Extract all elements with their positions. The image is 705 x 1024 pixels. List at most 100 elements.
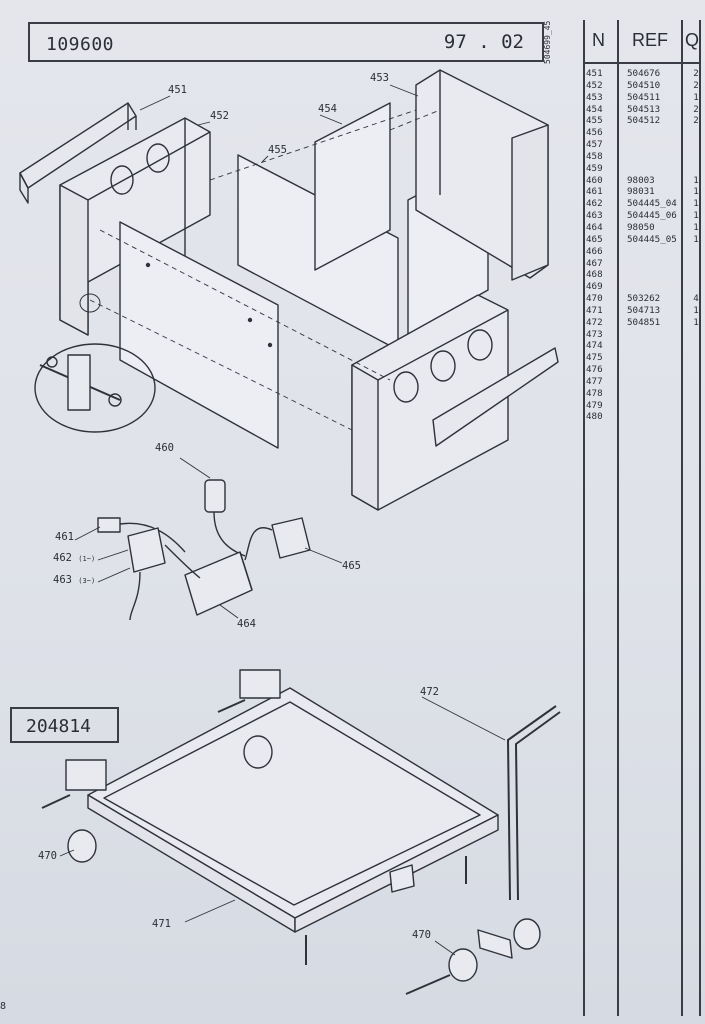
- part-number-cell: 472: [586, 316, 603, 328]
- part-number-cell: 464: [586, 221, 603, 233]
- reference-cell: [627, 376, 693, 388]
- part-number-cell: 452: [586, 79, 603, 91]
- part-number-cell: 479: [586, 399, 603, 411]
- reference-cell: 503262: [627, 293, 661, 305]
- part-number-cell: 456: [586, 127, 603, 139]
- electrical-components: [97, 479, 311, 621]
- title-box: 109600 97 . 02: [28, 22, 544, 62]
- part-number-cell: 459: [586, 162, 603, 174]
- quantity-cell: 1: [693, 221, 699, 233]
- part-number-cell: 473: [586, 328, 603, 340]
- callout-462: 462 (1~): [53, 552, 95, 564]
- quantity-cell: 1: [693, 174, 699, 186]
- reference-cell: [627, 163, 693, 175]
- quantity-cell: [690, 388, 702, 400]
- reference-cell: [627, 352, 693, 364]
- callout-451: 451: [168, 84, 187, 96]
- part-number-cell: 468: [586, 269, 603, 281]
- part-number-cell: 466: [586, 245, 603, 257]
- reference-cell: 504676: [627, 68, 661, 79]
- quantity-cell: 1: [693, 304, 699, 316]
- reference-cell: [627, 151, 693, 163]
- quantity-cell: 1: [693, 210, 699, 222]
- callout-472: 472: [420, 686, 439, 698]
- bolt-detail: [34, 343, 156, 433]
- quantity-cell: [690, 281, 702, 293]
- quantity-cell: [690, 246, 702, 258]
- part-number-cell: 462: [586, 198, 603, 210]
- part-number-cell: 458: [586, 150, 603, 162]
- reference-cell: [627, 269, 693, 281]
- reference-cell: 504445_05: [627, 233, 677, 245]
- quantity-cell: 2: [693, 115, 699, 127]
- part-number-cell: 478: [586, 387, 603, 399]
- part-number-cell: 465: [586, 233, 603, 245]
- part-number-cell: 469: [586, 281, 603, 293]
- right-front-block: [351, 294, 559, 511]
- quantity-cell: 1: [693, 316, 699, 328]
- callout-462-phase: (1~): [78, 555, 96, 563]
- callout-453: 453: [370, 72, 389, 84]
- callout-461: 461: [55, 531, 74, 543]
- quantity-cell: [690, 139, 702, 151]
- part-number-cell: 461: [586, 186, 603, 198]
- quantity-cell: [690, 340, 702, 352]
- reference-cell: [627, 281, 693, 293]
- reference-cell: 504445_06: [627, 210, 677, 222]
- callout-452: 452: [210, 110, 229, 122]
- reference-cell: [627, 340, 693, 352]
- reference-cell: [627, 246, 693, 258]
- reference-cell: [627, 329, 693, 341]
- callout-464: 464: [237, 618, 256, 630]
- part-number-cell: 471: [586, 304, 603, 316]
- part-451-rail: [19, 102, 137, 204]
- quantity-cell: [690, 400, 702, 412]
- leader-lines: [59, 84, 506, 956]
- reference-cell: 504713: [627, 304, 661, 316]
- reference-cell: 504512: [627, 115, 661, 127]
- quantity-cell: 1: [693, 186, 699, 198]
- reference-cell: [627, 364, 693, 376]
- part-number-cell: 474: [586, 340, 603, 352]
- callout-463-phase: (3~): [78, 577, 96, 585]
- assembly-guide-lines: [89, 109, 441, 431]
- callout-470-left: 470: [38, 850, 57, 862]
- quantity-cell: [690, 258, 702, 270]
- reference-cell: [627, 127, 693, 139]
- callout-463-number: 463: [53, 574, 72, 586]
- callout-460: 460: [155, 442, 174, 454]
- quantity-cell: [690, 329, 702, 341]
- reference-cell: 504851: [627, 316, 661, 328]
- quantity-cell: 2: [693, 79, 699, 91]
- page-number: 8: [0, 1001, 7, 1012]
- handle-472: [405, 705, 561, 995]
- part-number-cell: 453: [586, 91, 603, 103]
- quantity-cell: 2: [693, 68, 699, 79]
- subassembly-box: 204814: [10, 707, 119, 743]
- reference-cell: [627, 400, 693, 412]
- callout-471: 471: [152, 918, 171, 930]
- reference-cell: 504445_04: [627, 198, 677, 210]
- quantity-cell: [690, 376, 702, 388]
- reference-cell: 504510: [627, 79, 661, 91]
- quantity-cell: 4: [693, 293, 699, 305]
- part-453-back-frame: [415, 69, 549, 281]
- reference-cell: 504513: [627, 103, 661, 115]
- quantity-cell: [690, 364, 702, 376]
- quantity-cell: 2: [693, 103, 699, 115]
- quantity-cell: [690, 163, 702, 175]
- quantity-cell: 1: [693, 198, 699, 210]
- quantity-cell: [690, 127, 702, 139]
- part-number-cell: 463: [586, 210, 603, 222]
- subassembly-code: 204814: [26, 716, 92, 737]
- quantity-cell: 1: [693, 91, 699, 103]
- column-header-n: N: [592, 30, 605, 50]
- quantity-cell: 1: [693, 233, 699, 245]
- part-number-cell: 480: [586, 411, 603, 423]
